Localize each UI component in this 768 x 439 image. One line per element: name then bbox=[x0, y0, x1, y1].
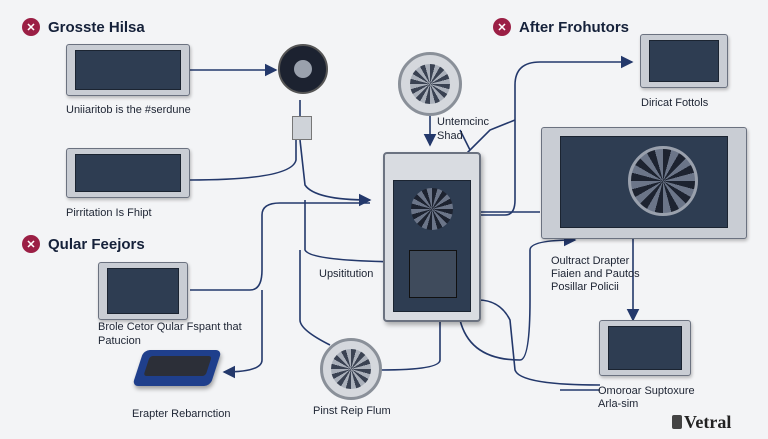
caption-unit-3-line1: Brole Cetor Qular Fspant that bbox=[98, 321, 242, 333]
caption-right-mid-line1: Oultract Drapter bbox=[551, 255, 630, 267]
section-title: Qular Feejors bbox=[48, 235, 145, 253]
rack-unit-1 bbox=[66, 44, 190, 96]
caption-center: Upsititution bbox=[319, 268, 374, 280]
section-title: Grosste Hilsa bbox=[48, 18, 145, 36]
caption-unit-1: Uniiaritob is the #serdune bbox=[66, 104, 191, 116]
close-icon[interactable]: ✕ bbox=[22, 18, 40, 36]
hub-connector bbox=[292, 116, 312, 140]
caption-right-bottom-line1: Omoroar Suptoxure bbox=[598, 385, 695, 397]
caption-fan-top: Untemcinc bbox=[437, 116, 489, 128]
close-icon[interactable]: ✕ bbox=[22, 235, 40, 253]
hub-sensor bbox=[278, 44, 328, 94]
section-header-right-top: ✕ After Frohutors bbox=[493, 18, 629, 36]
caption-right-mid-line2: Fiaien and Pautos bbox=[551, 268, 640, 280]
caption-device-blue: Erapter Rebarnction bbox=[132, 408, 231, 420]
brand-icon bbox=[672, 415, 682, 429]
caption-unit-3-line2: Patucion bbox=[98, 335, 141, 347]
caption-right-bottom-line2: Arla-sim bbox=[598, 398, 639, 410]
rack-unit-right-large bbox=[541, 127, 747, 239]
fan-bottom bbox=[320, 338, 382, 400]
caption-unit-2: Pirritation Is Fhipt bbox=[66, 207, 152, 219]
brand-text: Vetral bbox=[684, 412, 732, 432]
close-icon[interactable]: ✕ bbox=[493, 18, 511, 36]
section-title: After Frohutors bbox=[519, 18, 629, 36]
rack-unit-2 bbox=[66, 148, 190, 198]
rack-unit-right-bottom bbox=[599, 320, 691, 376]
caption-fan-top-line2: Shad bbox=[437, 130, 463, 142]
caption-fan-bottom: Pinst Reip Flum bbox=[313, 405, 391, 417]
center-tower bbox=[383, 152, 481, 322]
rack-unit-right-top bbox=[640, 34, 728, 88]
caption-right-top: Diricat Fottols bbox=[641, 97, 709, 109]
caption-right-mid-line3: Posillar Policii bbox=[551, 281, 619, 293]
blue-device bbox=[132, 350, 222, 386]
section-header-left-mid: ✕ Qular Feejors bbox=[22, 235, 145, 253]
brand-logo: Vetral bbox=[672, 412, 731, 433]
section-header-left-top: ✕ Grosste Hilsa bbox=[22, 18, 145, 36]
fan-top bbox=[398, 52, 462, 116]
rack-unit-3 bbox=[98, 262, 188, 320]
